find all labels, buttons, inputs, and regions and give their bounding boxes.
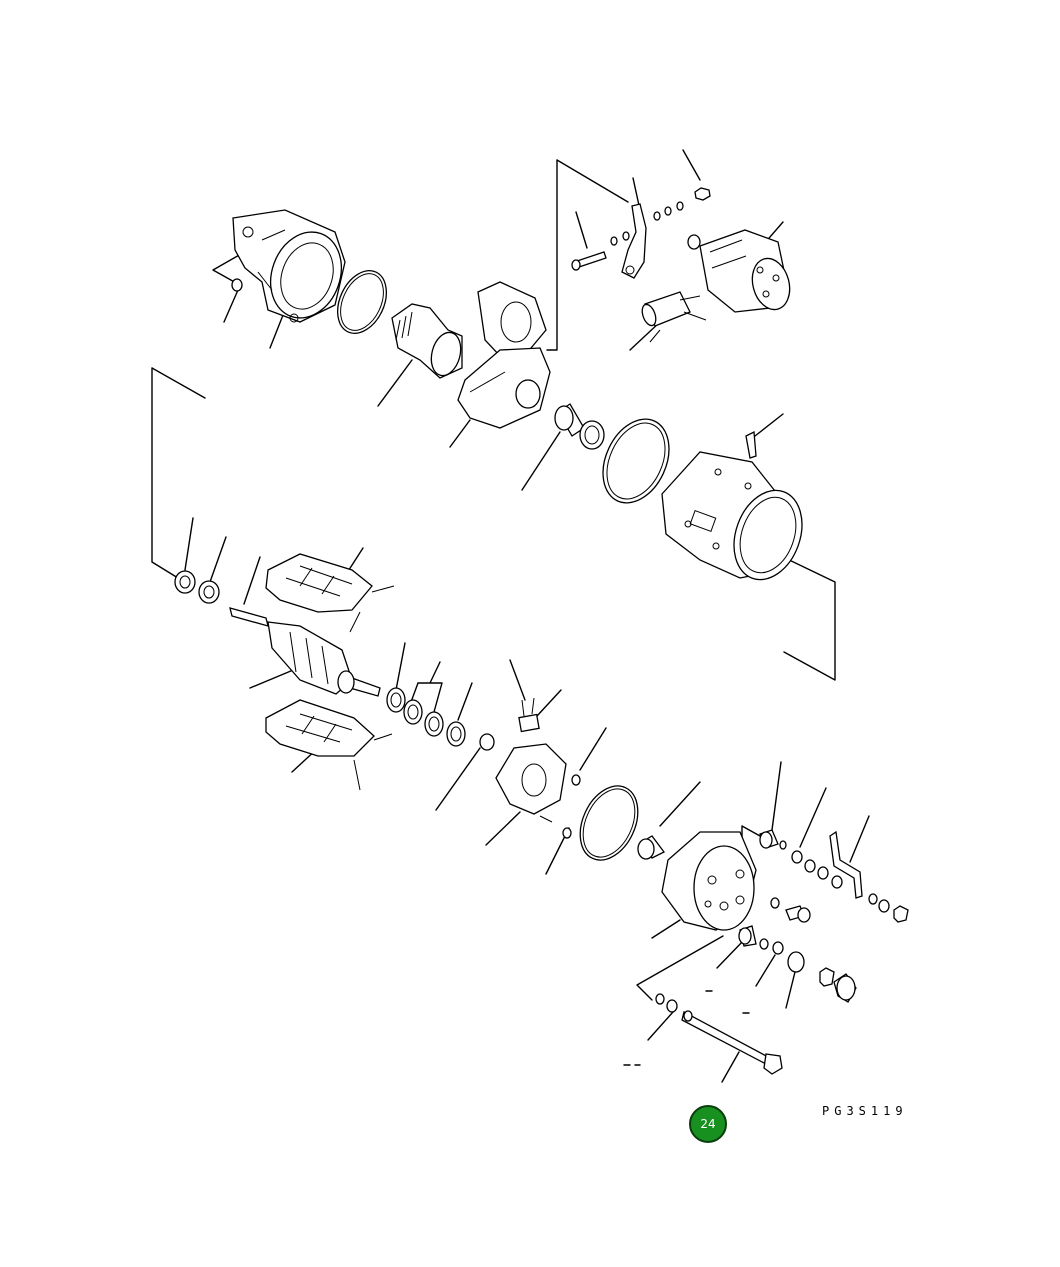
brush-holder bbox=[495, 743, 567, 823]
rear-end-frame bbox=[661, 831, 757, 931]
through-screw bbox=[745, 430, 757, 459]
field-coil-lower bbox=[265, 699, 393, 791]
terminal-washers bbox=[779, 840, 843, 889]
brushes bbox=[518, 697, 540, 733]
end-cap bbox=[833, 973, 857, 1003]
page-number-badge[interactable]: 24 bbox=[689, 1105, 727, 1143]
washer-armature-2 bbox=[198, 580, 220, 604]
armature bbox=[229, 607, 381, 697]
pinion-clutch bbox=[391, 303, 463, 379]
rear-washers bbox=[759, 938, 835, 987]
terminal-nuts bbox=[868, 893, 909, 923]
connector-bar bbox=[829, 830, 863, 899]
small-washer-frame bbox=[562, 827, 572, 839]
washer-armature-1 bbox=[174, 570, 196, 594]
armature-washers bbox=[386, 687, 466, 747]
condenser bbox=[641, 291, 707, 343]
small-washers-top bbox=[610, 187, 711, 246]
lever-housing bbox=[457, 281, 551, 429]
rear-bushing bbox=[738, 925, 757, 947]
solenoid-switch bbox=[687, 229, 791, 313]
o-ring-end bbox=[579, 785, 639, 861]
shift-lever bbox=[621, 203, 647, 279]
terminal-insulator bbox=[759, 829, 779, 849]
brush-spring bbox=[479, 733, 495, 751]
bushing-b bbox=[579, 420, 605, 450]
yoke-assembly bbox=[661, 451, 803, 581]
frame-bolt bbox=[770, 897, 811, 923]
leader-lines bbox=[151, 149, 870, 1083]
lever-pin-bolt bbox=[571, 251, 607, 271]
small-washer-brush bbox=[571, 774, 581, 786]
through-bolt-washers bbox=[655, 993, 678, 1013]
gear-housing bbox=[232, 209, 346, 323]
drawing-code: PG3S119 bbox=[822, 1104, 908, 1118]
bushing-a bbox=[554, 403, 585, 437]
o-ring-large bbox=[337, 270, 387, 334]
housing-bush bbox=[231, 278, 243, 292]
through-bolt bbox=[681, 1010, 783, 1075]
o-ring-yoke bbox=[602, 418, 670, 504]
field-coil-upper bbox=[265, 553, 395, 633]
bushing-end bbox=[637, 835, 665, 860]
